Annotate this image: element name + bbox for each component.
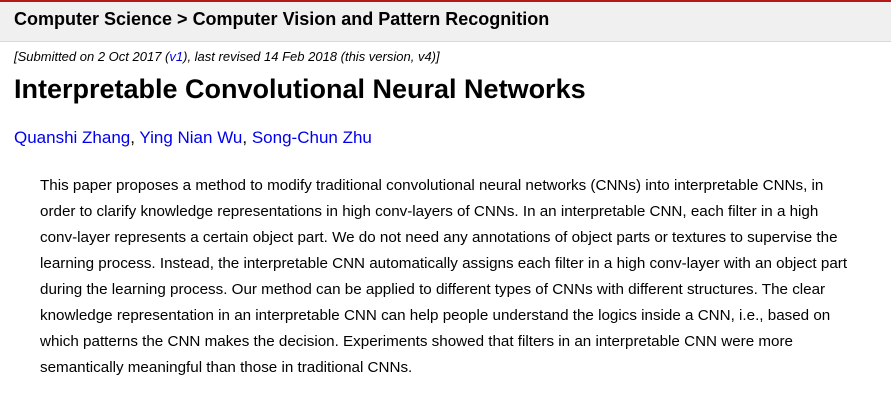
author-link[interactable]: Quanshi Zhang [14,128,131,147]
abstract-text: This paper proposes a method to modify t… [40,177,848,376]
author-separator: , [130,128,140,147]
author-link[interactable]: Ying Nian Wu [139,128,243,147]
paper-title: Interpretable Convolutional Neural Netwo… [14,74,586,104]
author-separator: , [242,128,252,147]
breadcrumb: Computer Science > Computer Vision and P… [14,9,549,30]
author-link[interactable]: Song-Chun Zhu [251,128,372,147]
subject-header: Computer Science > Computer Vision and P… [0,2,891,42]
submission-dateline: [Submitted on 2 Oct 2017 (v1), last revi… [14,49,440,64]
header-accent-line [0,0,891,2]
breadcrumb-root[interactable]: Computer Science [14,9,173,29]
author-list: Quanshi Zhang, Ying Nian Wu, Song-Chun Z… [14,128,372,148]
dateline-open: [Submitted on 2 Oct 2017 ( [14,49,170,64]
version-v1-link[interactable]: v1 [169,49,184,64]
breadcrumb-subject[interactable]: Computer Vision and Pattern Recognition [192,9,550,29]
dateline-rest: ), last revised 14 Feb 2018 (this versio… [183,49,440,64]
breadcrumb-separator: > [172,9,193,29]
